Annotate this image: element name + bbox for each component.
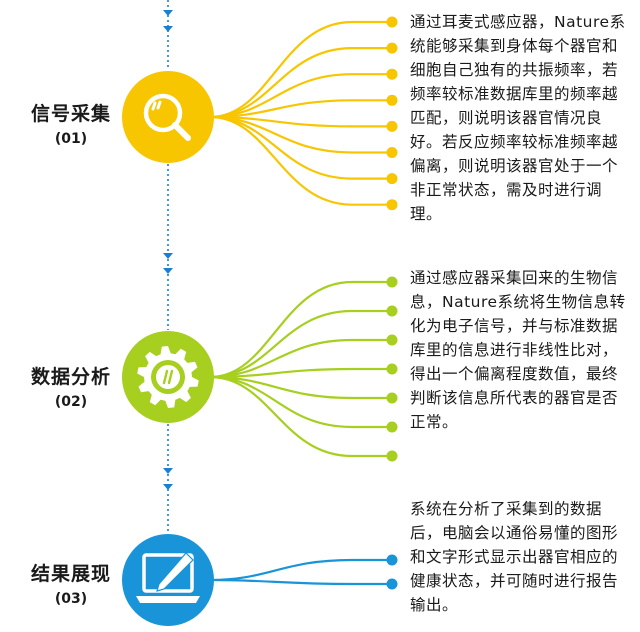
- branch-dot: [386, 42, 398, 54]
- branch-line: [209, 375, 392, 458]
- arrow-down-icon: [163, 484, 173, 490]
- branch-line: [209, 558, 392, 582]
- branch-dot: [386, 363, 398, 375]
- branch-lines: [209, 16, 398, 590]
- branch-dot: [386, 173, 398, 185]
- branch-dot: [386, 199, 398, 211]
- branch-line: [209, 280, 392, 379]
- branch-line: [209, 375, 392, 429]
- step-3-icon-circle: [122, 534, 214, 626]
- magnifier-icon: [143, 93, 191, 141]
- step-2-icon-circle: [122, 331, 214, 423]
- branch-dot: [386, 450, 398, 462]
- branch-line: [209, 338, 392, 379]
- branch-dot: [386, 578, 398, 590]
- step-2-number: (02): [54, 394, 88, 410]
- step-1-title: 信号采集: [30, 103, 111, 125]
- branch-line: [209, 99, 392, 119]
- branch-dot: [386, 305, 398, 317]
- branch-line: [209, 375, 392, 400]
- branch-dot: [386, 554, 398, 566]
- step-3-number: (03): [54, 591, 88, 607]
- branch-line: [209, 309, 392, 379]
- arrow-down-icon: [163, 268, 173, 274]
- branch-line: [209, 578, 392, 586]
- branch-dot: [386, 421, 398, 433]
- arrow-down-icon: [163, 253, 173, 259]
- gear-icon: [137, 346, 199, 408]
- branch-line: [209, 20, 392, 119]
- arrow-down-icon: [163, 10, 173, 16]
- branch-dot: [386, 120, 398, 132]
- branch-line: [209, 47, 392, 119]
- arrow-down-icon: [163, 26, 173, 32]
- arrow-down-icon: [163, 468, 173, 474]
- timeline-connector: [163, 0, 173, 534]
- step-1-icon-circle: [122, 71, 214, 163]
- step-3-description: 系统在分析了采集到的数据后，电脑会以通俗易懂的图形和文字形式显示出器官相应的健康…: [410, 500, 619, 614]
- branch-dot: [386, 392, 398, 404]
- branch-line: [209, 115, 392, 206]
- branch-dot: [386, 276, 398, 288]
- step-3-title: 结果展现: [30, 563, 111, 585]
- branch-line: [209, 367, 392, 379]
- step-2-title: 数据分析: [30, 366, 111, 388]
- step-1-number: (01): [54, 131, 88, 147]
- branch-line: [209, 115, 392, 128]
- branch-dot: [386, 147, 398, 158]
- branch-dot: [386, 94, 398, 106]
- laptop-pen-icon: [136, 552, 200, 603]
- step-2-description: 通过感应器采集回来的生物信息，Nature系统将生物信息转化为电子信号，并与标准…: [410, 269, 626, 431]
- branch-dot: [386, 334, 398, 346]
- branch-dot: [386, 68, 398, 80]
- branch-line: [209, 73, 392, 119]
- step-1-description: 通过耳麦式感应器，Nature系统能够采集到身体每个器官和细胞自己独有的共振频率…: [410, 13, 626, 223]
- branch-dot: [386, 16, 398, 28]
